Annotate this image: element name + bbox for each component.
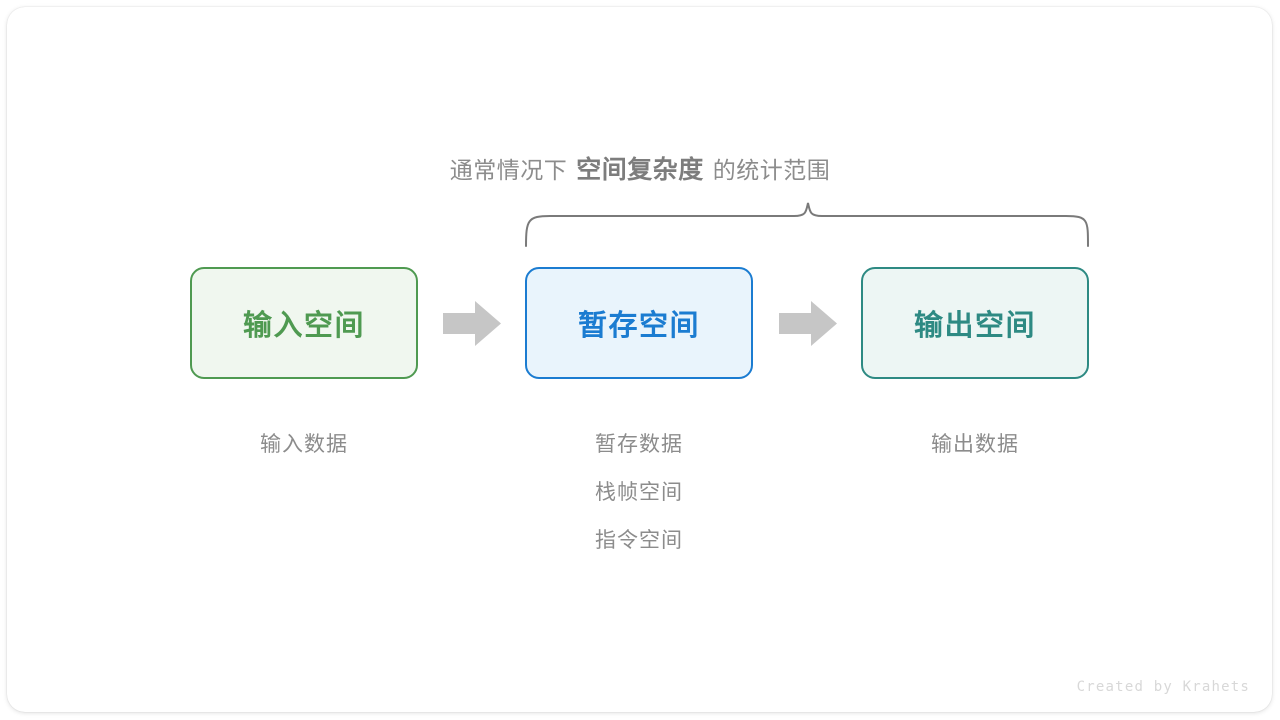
caption-item: 栈帧空间 — [595, 481, 683, 504]
stage-box-input[interactable]: 输入空间 — [190, 267, 418, 379]
stage-box-output-label: 输出空间 — [913, 310, 1036, 342]
heading-prefix: 通常情况下 — [449, 157, 568, 183]
stage-box-temp[interactable]: 暂存空间 — [525, 267, 753, 379]
right-block-arrow-icon-1 — [443, 301, 501, 346]
caption-item: 输入数据 — [260, 433, 348, 456]
caption-group-input: 输入数据 — [190, 421, 418, 469]
diagram-heading: 通常情况下空间复杂度的统计范围 — [0, 150, 1280, 186]
caption-group-temp: 暂存数据 栈帧空间 指令空间 — [525, 421, 753, 565]
caption-item: 指令空间 — [595, 529, 683, 552]
caption-group-output: 输出数据 — [861, 421, 1089, 469]
heading-emphasis: 空间复杂度 — [576, 156, 704, 184]
stage-box-output[interactable]: 输出空间 — [861, 267, 1089, 379]
heading-suffix: 的统计范围 — [712, 157, 831, 183]
right-block-arrow-icon-2 — [779, 301, 837, 346]
caption-item: 暂存数据 — [595, 433, 683, 456]
caption-item: 输出数据 — [931, 433, 1019, 456]
watermark-credit: Created by Krahets — [1076, 679, 1250, 695]
stage-box-temp-label: 暂存空间 — [577, 310, 700, 342]
curly-brace-icon — [525, 202, 1089, 247]
stage-box-input-label: 输入空间 — [242, 310, 365, 342]
